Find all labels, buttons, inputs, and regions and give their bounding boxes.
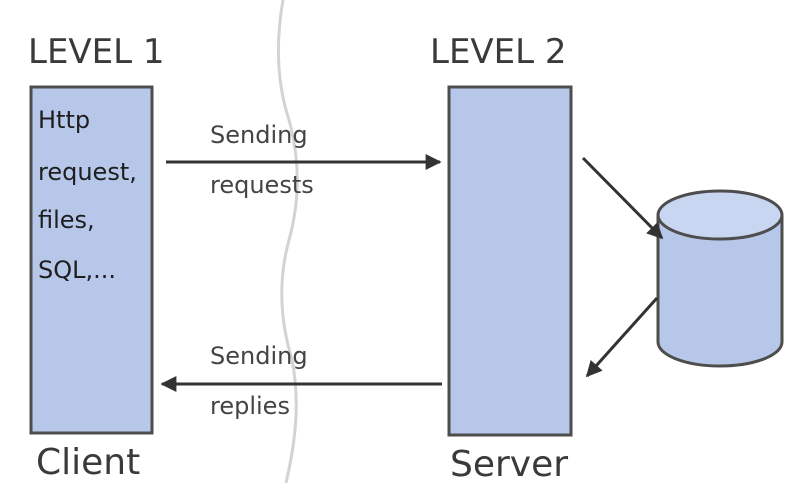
server-label: Server <box>450 444 568 483</box>
database-cylinder-icon <box>656 189 784 368</box>
client-content-line-3: files, <box>38 206 95 234</box>
client-content-line-4: SQL,... <box>38 256 116 284</box>
client-label: Client <box>36 442 140 483</box>
client-content-line-1: Http <box>38 106 90 134</box>
level-divider <box>276 0 299 483</box>
level-2-heading: LEVEL 2 <box>430 32 567 72</box>
server-to-database-arrow <box>581 156 664 240</box>
reply-label-line-1: Sending <box>210 342 308 370</box>
client-box <box>29 85 154 435</box>
request-label-line-2: requests <box>210 171 314 199</box>
client-content-line-2: request, <box>38 158 137 186</box>
server-box <box>447 85 573 437</box>
request-label-line-1: Sending <box>210 121 308 149</box>
reply-label-line-2: replies <box>210 392 290 420</box>
level-1-heading: LEVEL 1 <box>28 32 165 72</box>
database-to-server-arrow <box>585 296 659 378</box>
